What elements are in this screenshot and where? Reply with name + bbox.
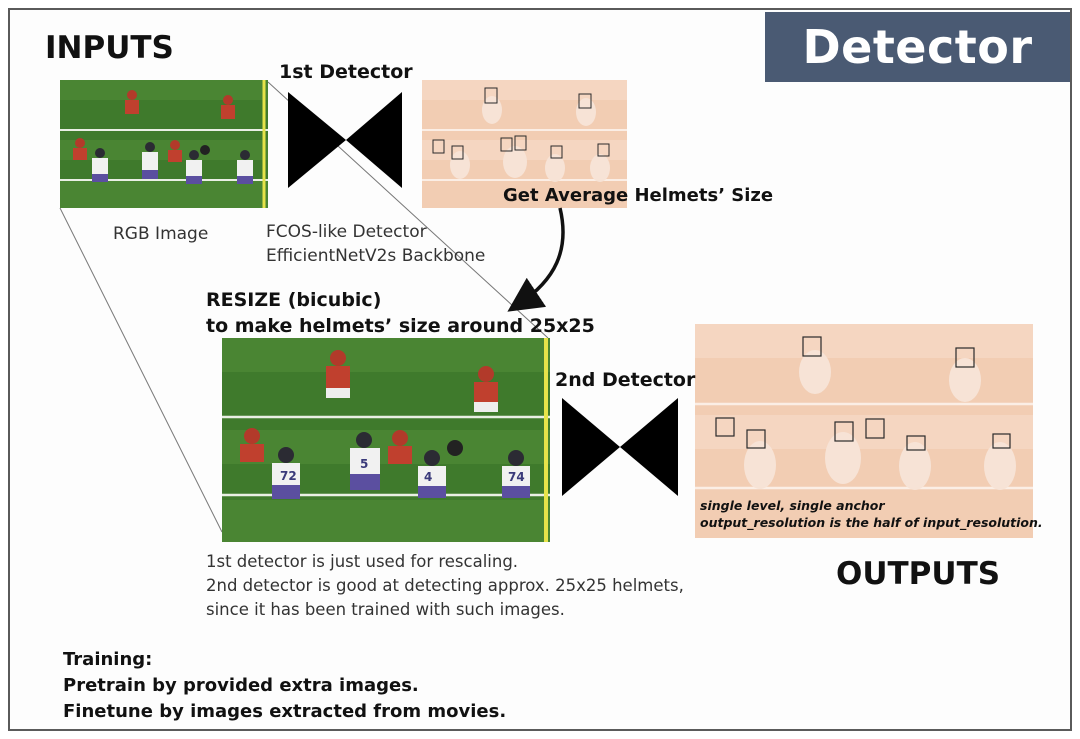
detector1-desc-line1: FCOS-like Detector <box>266 222 427 242</box>
explanation-line1: 1st detector is just used for rescaling. <box>206 552 519 571</box>
training-block: Training: Pretrain by provided extra ima… <box>63 647 506 725</box>
final-output-image <box>695 324 1033 538</box>
svg-text:5: 5 <box>360 457 368 471</box>
page-title: Detector <box>802 20 1033 74</box>
detector2-bowtie-icon <box>562 398 678 496</box>
title-banner: Detector <box>765 12 1070 82</box>
explanation-line3: since it has been trained with such imag… <box>206 600 565 619</box>
detector1-title: 1st Detector <box>279 61 413 83</box>
explanation-block: 1st detector is just used for rescaling.… <box>206 550 684 622</box>
output-note-line1: single level, single anchor <box>700 498 885 513</box>
training-heading: Training: <box>63 649 153 670</box>
svg-text:72: 72 <box>280 469 297 483</box>
zoom-connector-left <box>59 207 223 533</box>
resize-title: RESIZE (bicubic) <box>206 289 382 311</box>
detector1-bowtie-icon <box>288 92 402 188</box>
detector1-desc-line2: EfficientNetV2s Backbone <box>266 246 486 266</box>
output-note-line2: output_resolution is the half of input_r… <box>700 515 1043 530</box>
detector2-title: 2nd Detector <box>555 369 696 391</box>
training-pretrain: Pretrain by provided extra images. <box>63 675 419 696</box>
outputs-heading: OUTPUTS <box>836 556 1001 592</box>
rgb-input-image <box>60 80 268 208</box>
rgb-image-label: RGB Image <box>113 224 209 244</box>
training-finetune: Finetune by images extracted from movies… <box>63 701 507 722</box>
explanation-line2: 2nd detector is good at detecting approx… <box>206 576 684 595</box>
detector1-output-image <box>422 80 627 208</box>
resized-input-image: 72 5 4 74 <box>222 338 550 542</box>
resize-arrow <box>507 207 565 312</box>
svg-text:74: 74 <box>508 470 525 484</box>
svg-text:4: 4 <box>424 470 432 484</box>
inputs-heading: INPUTS <box>45 30 174 66</box>
avg-size-label: Get Average Helmets’ Size <box>503 185 774 206</box>
resize-subtitle: to make helmets’ size around 25x25 <box>206 315 595 337</box>
